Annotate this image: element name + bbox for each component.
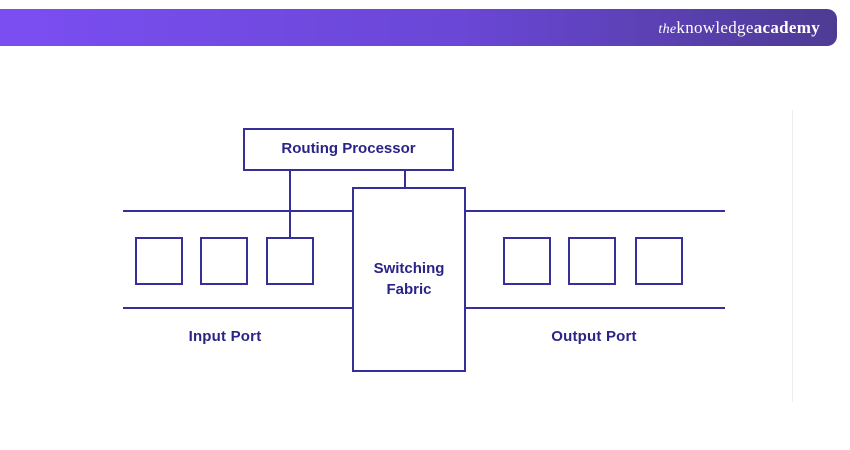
input-port-square-2 <box>200 237 248 285</box>
input-port-label: Input Port <box>188 328 262 345</box>
brand-logo: theknowledgeacademy <box>658 18 820 38</box>
brand-logo-suffix: academy <box>753 17 820 37</box>
input-port-square-1 <box>135 237 183 285</box>
content-card-right-edge <box>792 110 793 402</box>
routing-processor-box: Routing Processor <box>243 128 454 171</box>
connector-routing-to-switching-fabric <box>404 171 406 189</box>
connector-routing-to-input-bus <box>289 171 291 237</box>
output-port-label: Output Port <box>551 328 637 345</box>
brand-logo-middle: knowledge <box>676 17 754 37</box>
output-port-square-3 <box>635 237 683 285</box>
output-port-square-2 <box>568 237 616 285</box>
output-bus-line-bottom <box>466 307 725 309</box>
switching-fabric-label: Switching Fabric <box>373 260 445 298</box>
input-port-square-3 <box>266 237 314 285</box>
routing-processor-label: Routing Processor <box>281 140 416 158</box>
output-port-square-1 <box>503 237 551 285</box>
brand-logo-prefix: the <box>658 21 677 37</box>
switching-fabric-box: Switching Fabric <box>352 187 466 372</box>
output-bus-line-top <box>466 210 725 212</box>
header-bar: theknowledgeacademy <box>0 9 837 46</box>
input-bus-line-bottom <box>123 307 352 309</box>
input-bus-line-top <box>123 210 352 212</box>
